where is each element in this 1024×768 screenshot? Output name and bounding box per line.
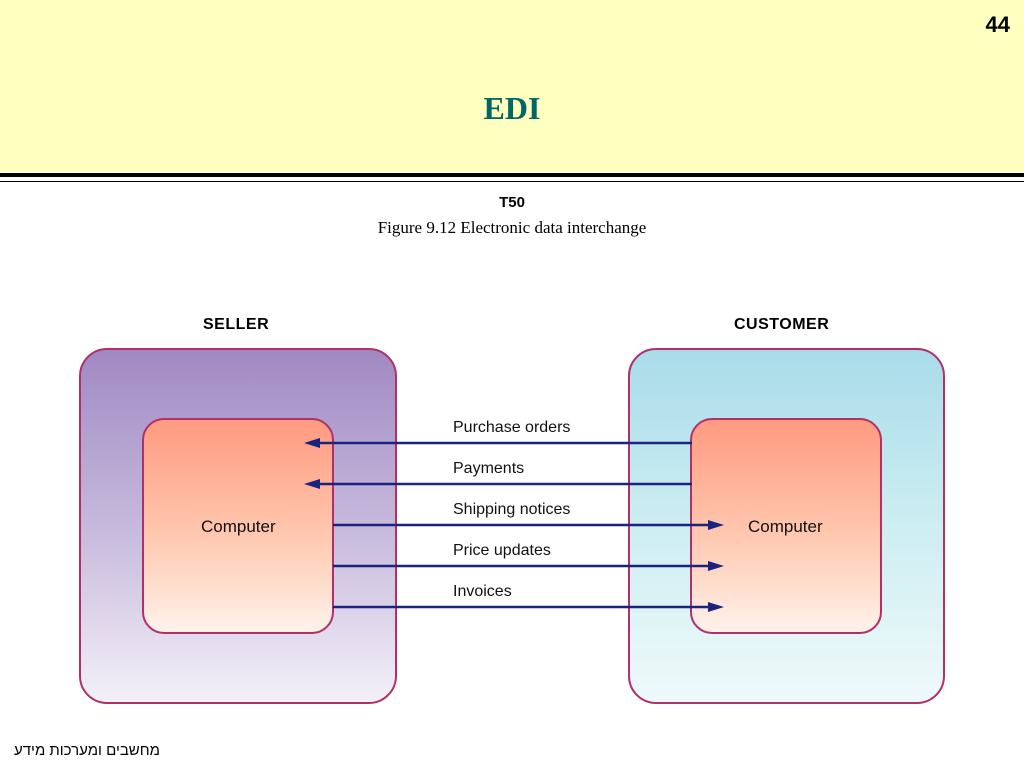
flow-label: Purchase orders [453, 419, 571, 436]
seller-computer-label: Computer [201, 517, 276, 536]
flow-arrowhead [708, 602, 724, 612]
footer-text: מחשבים ומערכות מידע [14, 742, 160, 759]
flow-label: Price updates [453, 542, 551, 559]
header-band [0, 0, 1024, 172]
header-rule-thin [0, 181, 1024, 182]
header-rule-thick [0, 173, 1024, 177]
figure-caption: Figure 9.12 Electronic data interchange [377, 218, 647, 237]
flow-arrowhead [708, 561, 724, 571]
flow-arrowhead [708, 520, 724, 530]
flow-label: Shipping notices [453, 501, 571, 518]
seller-label: SELLER [203, 316, 270, 333]
flow-arrowhead [304, 438, 320, 448]
figure-code: T50 [499, 194, 525, 211]
flow-label: Payments [453, 460, 525, 477]
customer-label: CUSTOMER [734, 316, 830, 333]
slide-title: EDI [483, 90, 541, 126]
flow-label: Invoices [453, 583, 512, 600]
customer-computer-label: Computer [748, 517, 823, 536]
flow-arrowhead [304, 479, 320, 489]
seller-computer-box [142, 418, 334, 634]
slide-number: 44 [985, 12, 1010, 37]
